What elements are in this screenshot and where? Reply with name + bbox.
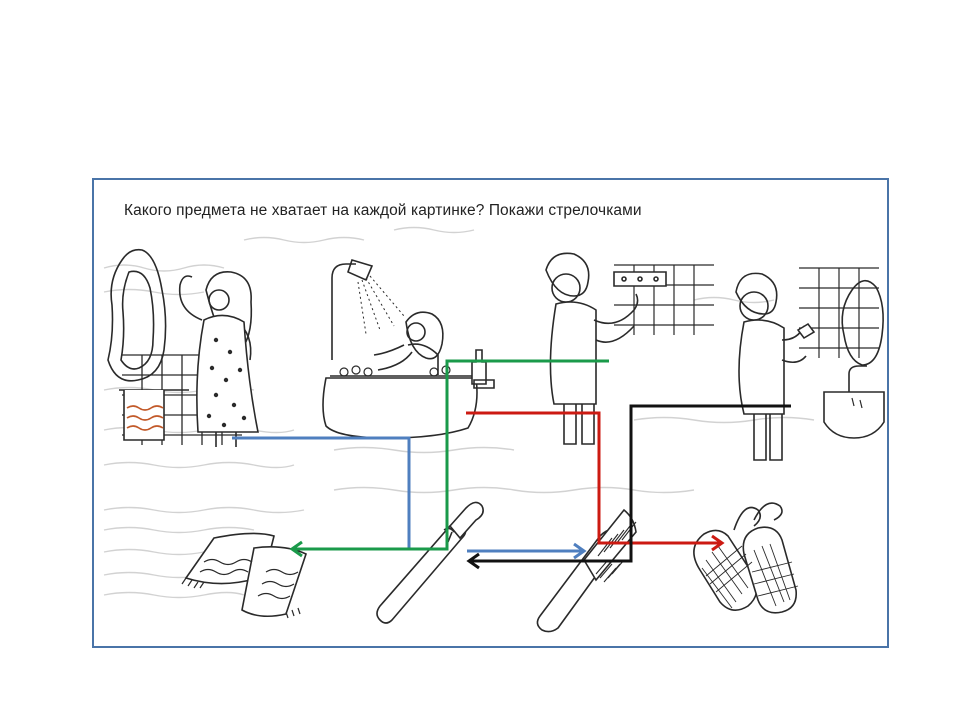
mirror-left bbox=[107, 248, 167, 382]
towel-on-rail bbox=[123, 390, 165, 441]
toothpaste-tube bbox=[796, 322, 816, 340]
scene-girl-shower bbox=[322, 259, 495, 439]
item-towel bbox=[181, 532, 307, 619]
answer-arrows bbox=[232, 359, 791, 570]
scene-boy-toothpaste bbox=[735, 267, 885, 461]
boy2-shirt bbox=[738, 319, 785, 415]
water-spray bbox=[357, 275, 405, 335]
worksheet-frame: Какого предмета не хватает на каждой кар… bbox=[92, 178, 889, 648]
arrow-red-boy-to-washcloth bbox=[466, 411, 722, 545]
shower-pipe bbox=[331, 263, 356, 360]
wall-hook-rack bbox=[613, 271, 667, 287]
boy1-hair bbox=[545, 252, 590, 297]
scene-girl-combing bbox=[107, 248, 259, 447]
scene-boy-washing bbox=[545, 252, 714, 445]
item-comb bbox=[536, 508, 637, 633]
arrow-black-boy-to-toothbrush bbox=[469, 404, 791, 563]
shampoo-bottle bbox=[471, 349, 487, 385]
arrow-green-shower-to-towel bbox=[292, 359, 609, 551]
background-text-noise bbox=[103, 226, 815, 599]
girl-raised-arm bbox=[178, 275, 203, 321]
arrow-blue-scene1-to-comb bbox=[232, 436, 411, 549]
mirror-right bbox=[841, 279, 884, 366]
boy2-hair bbox=[735, 272, 778, 315]
girl-dress bbox=[196, 314, 259, 433]
shower-head bbox=[347, 259, 374, 282]
faucet bbox=[848, 365, 867, 392]
shower-girl-hair bbox=[405, 311, 444, 360]
soap-foam bbox=[339, 365, 451, 377]
boy1-shirt bbox=[549, 301, 597, 405]
item-toothbrush bbox=[376, 501, 484, 624]
worksheet-illustration bbox=[103, 226, 885, 633]
instruction-text: Какого предмета не хватает на каждой кар… bbox=[124, 202, 642, 219]
bathtub bbox=[322, 377, 478, 439]
sink bbox=[823, 391, 885, 439]
item-washcloth bbox=[693, 502, 799, 614]
